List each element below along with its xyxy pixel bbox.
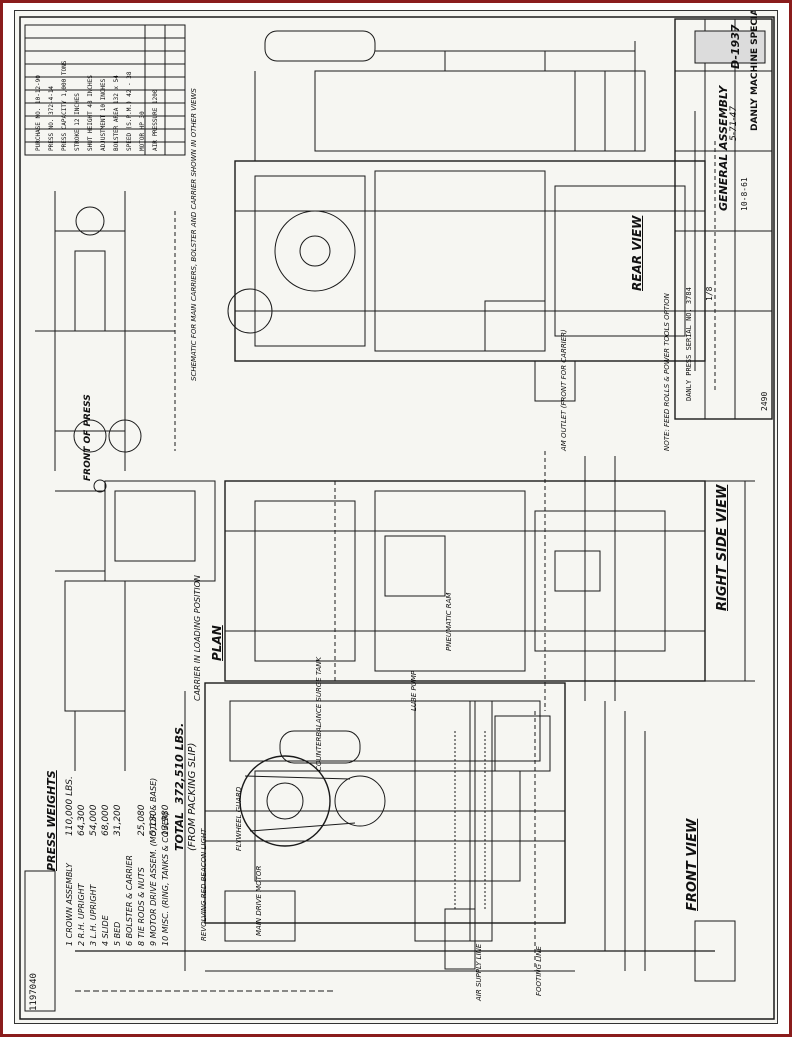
note-flywheel-guard: FLYWHEEL GUARD <box>235 786 243 851</box>
total-weight: TOTAL 372,510 LBS. <box>173 722 186 851</box>
spec-row-4: STROKE 12 INCHES <box>74 93 81 151</box>
weight-value-3: 54,000 <box>89 804 99 837</box>
note-carrier-loading: CARRIER IN LOADING POSITION <box>193 575 202 701</box>
side-view-drawing <box>224 451 755 711</box>
spec-row-7: BOLSTER AREA 132 x 54 <box>113 75 120 151</box>
note-lube-pump: LUBE PUMP <box>410 670 418 711</box>
front-view-drawing <box>75 682 736 992</box>
title-block-drawing-no: D-1937 <box>729 24 742 69</box>
spec-row-3: PRESS CAPACITY 1,000 TONS <box>61 60 68 151</box>
weight-item-5: 5 BED <box>113 921 122 946</box>
weight-item-1: 1 CROWN ASSEMBLY <box>65 863 74 946</box>
plan-view-drawing <box>55 479 216 771</box>
note-counterbalance: COUNTERBALANCE SURGE TANK <box>315 656 323 771</box>
rear-view-title: REAR VIEW <box>630 215 644 291</box>
weight-value-4: 68,000 <box>101 804 111 837</box>
title-block-scale: 1/8 <box>705 286 714 301</box>
note-schematic: SCHEMATIC FOR MAIN CARRIERS, BOLSTER AND… <box>190 88 198 381</box>
spec-row-2: PRESS NO. 372-4-14 <box>48 85 55 151</box>
note-main-drive: MAIN DRIVE MOTOR <box>255 865 263 936</box>
spec-row-9: MOTOR HP 30 <box>139 111 146 151</box>
title-block-job-no: 5-71-47 <box>729 105 739 141</box>
press-weights-box <box>24 870 56 1012</box>
weight-item-8: 8 TIE RODS & NUTS <box>137 867 146 946</box>
title-block-grid <box>674 18 773 420</box>
note-front-of-press: FRONT OF PRESS <box>83 394 93 481</box>
schematic-drawing <box>35 191 176 471</box>
spec-row-5: SHUT HEIGHT 48 INCHES <box>87 75 94 151</box>
title-block-drawing-title: GENERAL ASSEMBLY <box>717 85 730 211</box>
note-beacon: REVOLVING RED BEACON LIGHT <box>200 828 208 941</box>
spec-row-1: PURCHASE NO. 10-12-90 <box>35 75 42 151</box>
packing-slip-note: (FROM PACKING SLIP) <box>187 742 198 851</box>
spec-row-6: ADJUSTMENT 10 INCHES <box>100 78 107 151</box>
spec-row-10: AIR PRESSURE 1200 <box>152 89 159 151</box>
weight-item-4: 4 SLIDE <box>101 915 110 946</box>
press-weights-title: PRESS WEIGHTS <box>45 770 58 871</box>
weight-value-1: 110,000 LBS. <box>65 776 75 836</box>
title-block-sheet: 2490 <box>760 391 769 411</box>
weight-item-6: 6 BOLSTER & CARRIER <box>125 855 134 946</box>
side-view-title: RIGHT SIDE VIEW <box>715 484 730 611</box>
weight-value-10: 13,980 <box>161 804 171 837</box>
weight-value-5: 31,200 <box>113 804 123 837</box>
corner-stamp: 1197040 <box>29 973 39 1011</box>
front-view-title: FRONT VIEW <box>685 818 700 911</box>
weight-item-2: 2 R.H. UPRIGHT <box>77 883 86 946</box>
note-footing-line: FOOTING LINE <box>535 946 543 996</box>
note-am-outlet: AM OUTLET (FRONT FOR CARRIER) <box>560 329 568 451</box>
title-block-date: 10-8-61 <box>740 177 749 211</box>
title-block-rev-note: DANLY PRESS SERIAL NO. 3784 <box>685 287 693 401</box>
weight-value-8: 25,080 <box>137 804 147 837</box>
note-air-supply: AIR SUPPLY LINE <box>475 943 483 1001</box>
weight-item-9: 9 MOTOR DRIVE ASSEM. (MOTOR & BASE) <box>149 777 158 946</box>
spec-table-grid <box>24 24 186 156</box>
blueprint-sheet: PRESS WEIGHTS 1 CROWN ASSEMBLY 2 R.H. UP… <box>14 10 778 1024</box>
engineering-drawing <box>19 16 775 1020</box>
weight-value-9: 5,130 <box>149 810 159 836</box>
spec-row-8: SPEED (S.P.M.) 42 - 38 <box>126 71 133 152</box>
note-motor: NOTE: FEED ROLLS & POWER TOOLS OPTION <box>663 293 671 451</box>
plan-view-title: PLAN <box>210 625 224 661</box>
title-block-customer: DANLY MACHINE SPECIALTIES, INC. <box>750 10 760 131</box>
weight-value-2: 64,300 <box>77 804 87 837</box>
note-pneumatic-ram: PNEUMATIC RAM <box>445 592 453 651</box>
weight-item-3: 3 L.H. UPRIGHT <box>89 884 98 946</box>
